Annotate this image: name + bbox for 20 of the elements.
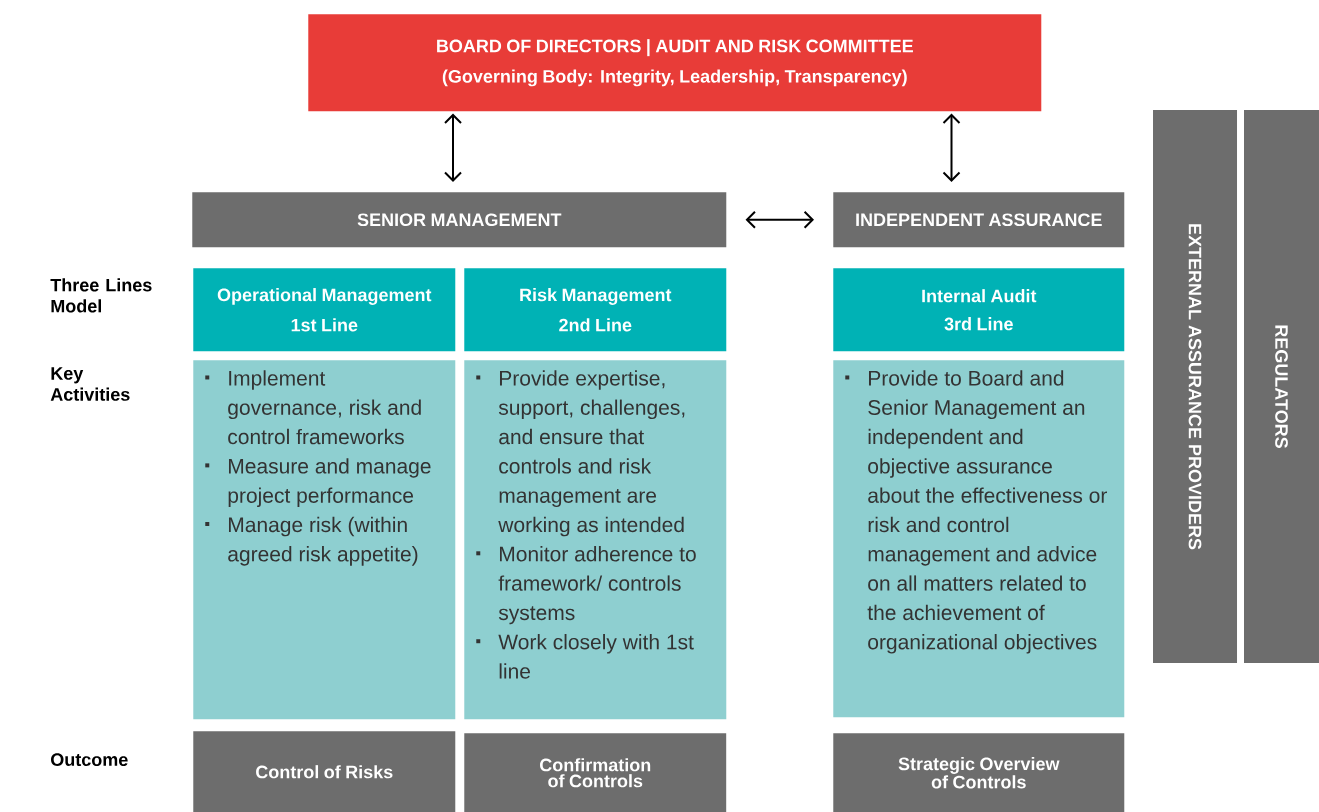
outcome-box: Strategic Overview of Controls: [833, 733, 1125, 812]
row-label: Outcome: [51, 753, 128, 766]
arrow: [444, 113, 462, 182]
line-header-box: Risk Management 2nd Line: [464, 268, 727, 352]
external-providers-bar: EXTERNAL ASSURANCE PROVIDERS: [1153, 110, 1237, 663]
line-header-box: Operational Management 1st Line: [193, 268, 456, 352]
activities-box: Implement governance, risk and control frameworks Measure and manage project performance Manage risk (within agreed risk appetite): [193, 360, 456, 720]
assurance-bar: INDEPENDENT ASSURANCE: [833, 192, 1125, 248]
arrow: [942, 113, 961, 182]
row-label: Three Lines Model: [50, 278, 152, 313]
row-label: Key Activities: [50, 367, 130, 401]
arrow: [745, 210, 814, 229]
outcome-box: Confirmation of Controls: [464, 733, 727, 812]
activities-box: Provide expertise, support, challenges, and ensure that controls and risk management are working as intended Monitor adherence to framework/ controls systems Work closely with 1st line: [464, 360, 727, 720]
management-bar: SENIOR MANAGEMENT: [192, 192, 727, 248]
line-header-box: Internal Audit 3rd Line: [833, 268, 1125, 352]
governing-body-box: BOARD OF DIRECTORS | AUDIT AND RISK COMMITTEE (Governing Body: Integrity, Leadership, Transparency): [308, 14, 1042, 112]
outcome-box: Control of Risks: [193, 731, 456, 812]
activities-box: Provide to Board and Senior Management an independent and objective assurance about the effectiveness or risk and control management and advice on all matters related to the achievement of organizational objectives: [833, 360, 1125, 718]
regulators-bar: REGULATORS: [1244, 110, 1319, 663]
